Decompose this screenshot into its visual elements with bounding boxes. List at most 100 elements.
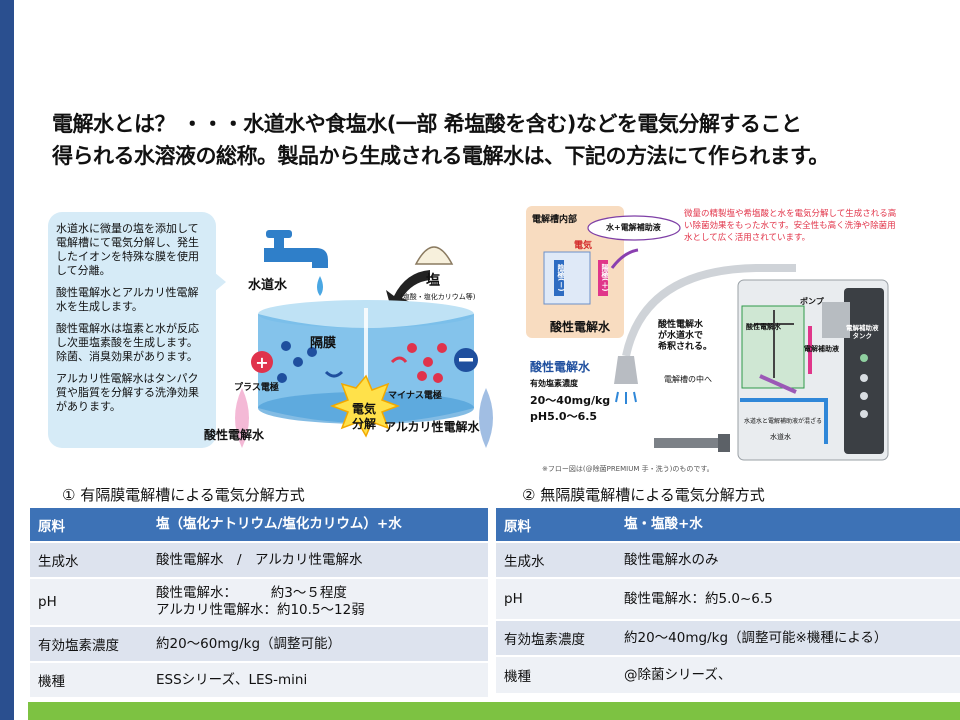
description-bubble: 水道水に微量の塩を添加して電解槽にて電気分解し、発生したイオンを特殊な膜を使用し… (48, 212, 226, 448)
flow-diagram-drawing (543, 215, 889, 461)
row-value: 約20～40mg/kg（調整可能※機種による） (616, 620, 960, 657)
headline: 電解水とは？ ・・・水道水や食塩水(一部 希塩酸を含む)などを電気分解すること … (52, 108, 952, 172)
diluted-label-line: 希釈される。 (658, 342, 713, 352)
table-row: 機種 @除菌シリーズ、 (496, 656, 960, 695)
diluted-label-line: 酸性電解水 (658, 320, 704, 330)
diluted-label: 酸性電解水 が水道水で 希釈される。 (658, 320, 712, 353)
diluted-label-line: が水道水で (658, 331, 704, 341)
row-value: 塩（塩化ナトリウム/塩化カリウム）+水 (148, 508, 488, 543)
small-acidic-label: 酸性電解水 (746, 323, 781, 331)
spec-chlorine-label: 有効塩素濃度 (530, 379, 578, 388)
spec-concentration: 20～40mg/kg (530, 394, 611, 407)
membrane-spec-table: 原料 塩（塩化ナトリウム/塩化カリウム）+水 生成水 酸性電解水 / アルカリ性… (30, 508, 488, 699)
row-label: 機種 (496, 656, 616, 695)
bubble-tail (214, 272, 226, 292)
row-value-line: アルカリ性電解水：約10.5～12弱 (156, 602, 365, 618)
desc-paragraph: 酸性電解水とアルカリ性電解水を生成します。 (56, 286, 199, 313)
non-membrane-spec-table: 原料 塩・塩酸+水 生成水 酸性電解水のみ pH 酸性電解水：約5.0~6.5 … (496, 508, 960, 695)
membrane-electrolysis-illustration: 水道水に微量の塩を添加して電解槽にて電気分解し、発生したイオンを特殊な膜を使用し… (48, 212, 508, 464)
tap-water-label: 水道水 (248, 278, 288, 293)
electrolysis-label: 電気 分解 (352, 402, 376, 432)
row-value-line: 塩（塩化ナトリウム/塩化カリウム）+水 (156, 516, 402, 532)
row-value: 酸性電解水： 約3～５程度 アルカリ性電解水：約10.5～12弱 (148, 578, 488, 627)
aux-tank-label-line: タンク (852, 332, 873, 340)
table-row: 原料 塩・塩酸+水 (496, 508, 960, 543)
desc-paragraph: 酸性電解水は塩素と水が反応し次亜塩素酸を生成します。除菌、消臭効果があります。 (56, 322, 199, 363)
salt-label: 塩 (426, 273, 440, 289)
row-label: pH (30, 578, 148, 627)
row-label: 有効塩素濃度 (30, 626, 148, 663)
salt-pile-icon (414, 246, 454, 265)
device-panel (844, 288, 884, 454)
aux-tank-label-line: 電解補助液 (846, 324, 879, 332)
anode-label: 陽極(＋) (601, 264, 609, 292)
electrolysis-tank-drawing: + (235, 230, 493, 448)
row-label: 原料 (496, 508, 616, 543)
row-value-line: 約20～40mg/kg（調整可能※機種による） (624, 629, 888, 646)
row-value-line: 酸性電解水：約5.0~6.5 (624, 590, 773, 607)
ion-icons (277, 341, 447, 383)
acidic-water-label: 酸性電解水 (550, 320, 611, 334)
row-value: 酸性電解水：約5.0~6.5 (616, 578, 960, 621)
non-membrane-flow-illustration: 電解槽内部 水+電解補助液 電気 陰極(－) 陽極(＋) 酸性電解水 微量の精製… (526, 206, 896, 476)
salt-note: (塩酸・塩化カリウム等) (400, 293, 476, 301)
row-value-line: 酸性電解水 / アルカリ性電解水 (156, 551, 363, 568)
into-cell-label: 電解槽の中へ (664, 375, 712, 384)
headline-line-2: 得られる水溶液の総称。製品から生成される電解水は、下記の方法にて作られます。 (52, 144, 829, 168)
table-row: 生成水 酸性電解水のみ (496, 542, 960, 579)
alkaline-drop-icon (479, 388, 493, 448)
row-label: 原料 (30, 508, 148, 543)
acidic-drop-icon (235, 388, 249, 448)
water-aux-label: 水+電解補助液 (606, 223, 661, 232)
spec-ph: pH5.0～6.5 (530, 410, 598, 423)
spec-title: 酸性電解水 (530, 360, 591, 374)
slide-bottom-bar (28, 702, 960, 720)
electrolysis-label-line: 電気 (352, 402, 377, 416)
electrolysis-burst-icon (329, 374, 401, 438)
slide-left-bar (0, 0, 14, 720)
spray-lines (615, 391, 637, 404)
alkaline-water-label: アルカリ性電解水 (384, 420, 480, 434)
row-label: pH (496, 578, 616, 621)
row-value: 酸性電解水 / アルカリ性電解水 (148, 542, 488, 579)
row-label: 有効塩素濃度 (496, 620, 616, 657)
water-drop-icon (317, 276, 323, 296)
row-value: 塩・塩酸+水 (616, 508, 960, 543)
plus-electrode-label: プラス電極 (234, 383, 279, 393)
table-row: 有効塩素濃度 約20～60mg/kg（調整可能） (30, 626, 488, 663)
row-value: 約20～60mg/kg（調整可能） (148, 626, 488, 663)
row-value-line: 約20～60mg/kg（調整可能） (156, 635, 342, 652)
plus-electrode-icon (251, 351, 273, 373)
description-note: 微量の精製塩や希塩酸と水を電気分解して生成される高い除菌効果をもった水です。安全… (684, 209, 897, 243)
desc-paragraph: アルカリ性電解水はタンパク質や脂質を分解する洗浄効果があります。 (56, 372, 199, 413)
row-value: @除菌シリーズ、 (616, 656, 960, 695)
row-value-line: 酸性電解水： 約3～５程度 (156, 585, 347, 601)
headline-line-1: 電解水とは？ ・・・水道水や食塩水(一部 希塩酸を含む)などを電気分解すること (52, 112, 802, 136)
cathode-plate (554, 260, 564, 296)
cathode-label: 陰極(－) (557, 264, 565, 292)
row-value-line: ESSシリーズ、LES-mini (156, 671, 308, 688)
flow-footnote: ※フロー図は(@除菌PREMIUM 手・洗う)のものです。 (542, 465, 714, 473)
acidic-water-label: 酸性電解水 (204, 428, 265, 442)
tap-water-label: 水道水 (770, 433, 791, 441)
minus-electrode-label: マイナス電極 (388, 391, 442, 401)
right-table-title: ② 無隔膜電解槽による電気分解方式 (522, 486, 765, 504)
table-row: 有効塩素濃度 約20～40mg/kg（調整可能※機種による） (496, 620, 960, 657)
pump-label: ポンプ (800, 297, 824, 306)
table-row: pH 酸性電解水： 約3～５程度 アルカリ性電解水：約10.5～12弱 (30, 578, 488, 627)
row-value-line: 酸性電解水のみ (624, 551, 719, 568)
row-value-line: 塩・塩酸+水 (624, 516, 703, 532)
electricity-label: 電気 (574, 241, 593, 251)
hose-icon (622, 264, 796, 357)
row-label: 生成水 (496, 542, 616, 579)
svg-text:+: + (255, 353, 268, 372)
nozzle-icon (614, 356, 638, 384)
membrane-label: 隔膜 (310, 336, 337, 351)
table-row: pH 酸性電解水：約5.0~6.5 (496, 578, 960, 621)
faucet-icon (264, 230, 328, 268)
cell-inner-label: 電解槽内部 (532, 215, 578, 225)
table-row: 原料 塩（塩化ナトリウム/塩化カリウム）+水 (30, 508, 488, 543)
electrolysis-label-line: 分解 (352, 417, 377, 431)
aux-tank-label: 電解補助液 タンク (846, 324, 879, 340)
left-table-title: ① 有隔膜電解槽による電気分解方式 (62, 486, 305, 504)
